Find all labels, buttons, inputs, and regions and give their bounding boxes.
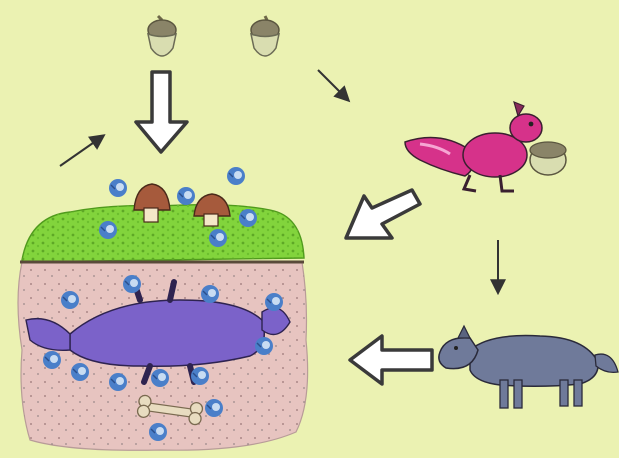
arrow-squirrel-to-soil [346, 190, 420, 238]
arrow-soil-to-acorn [60, 136, 103, 166]
squirrel-icon [405, 102, 566, 191]
arrow-wolf-to-soil [350, 336, 432, 384]
arrow-acorn-to-soil [136, 72, 187, 152]
arrow-acorn-to-squirrel [318, 70, 348, 100]
acorn-left-icon [148, 16, 176, 56]
acorn-right-icon [251, 16, 279, 56]
wolf-icon [439, 326, 618, 408]
